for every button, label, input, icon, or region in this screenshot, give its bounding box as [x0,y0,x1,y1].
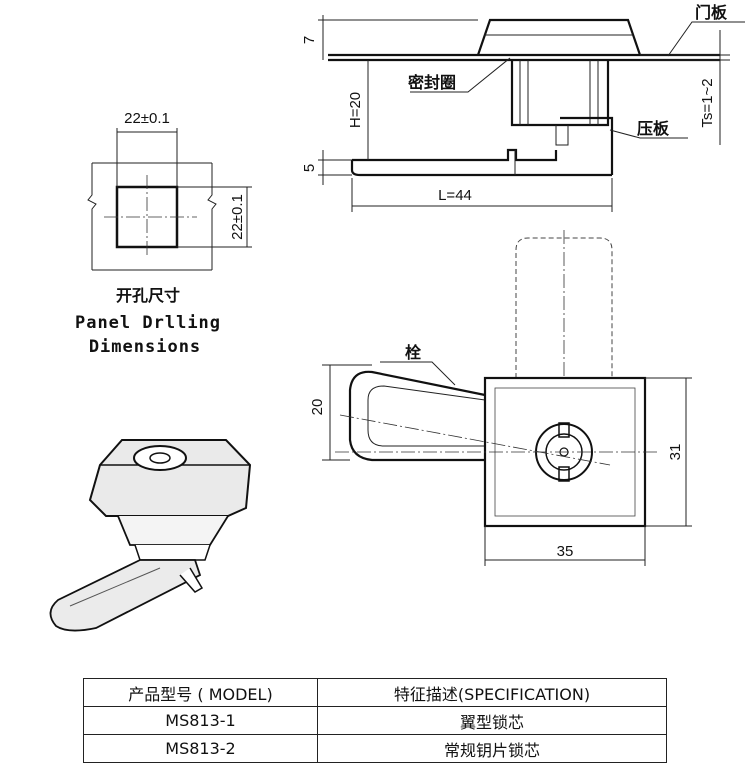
dim-body-width: 35 [557,543,574,560]
row-model: MS813-1 [83,706,318,735]
dim-length: L=44 [438,187,472,204]
dim-top: 7 [301,36,318,44]
row-spec: 常规钥片锁芯 [317,734,667,763]
drilling-title-cn: 开孔尺寸 [116,286,180,305]
label-pressure-plate: 压板 [637,119,670,138]
table-header-row: 产品型号 ( MODEL) 特征描述(SPECIFICATION) [83,678,667,707]
header-spec: 特征描述(SPECIFICATION) [317,678,667,707]
dim-bottom: 5 [301,164,318,172]
header-model: 产品型号 ( MODEL) [83,678,318,707]
label-seal-ring: 密封圈 [407,73,456,92]
table-row: MS813-1 翼型锁芯 [83,706,667,735]
drilling-title-en-1: Panel Drlling [75,313,221,333]
lock-cap [476,18,642,56]
label-door-panel: 门板 [695,3,728,22]
dim-h: H=20 [347,92,364,128]
iso-cap [88,439,252,517]
row-model: MS813-2 [83,734,318,763]
lock-body [510,60,610,127]
isometric-view [49,439,252,632]
bolt-handle [348,370,486,462]
drilling-title-en-2: Dimensions [89,337,201,357]
handle-rotated-outline [515,237,613,378]
table-row: MS813-2 常规钥片锁芯 [83,734,667,763]
side-view: 7 H=20 5 L=44 Ts=1~2 门板 密封圈 压板 [301,3,745,212]
iso-handle [49,559,202,632]
panel-drilling-view: 22±0.1 22±0.1 开孔尺寸 Panel Drlling Dimensi… [75,110,252,357]
spec-table: 产品型号 ( MODEL) 特征描述(SPECIFICATION) MS813-… [83,678,667,763]
handle-bottom [350,160,612,177]
row-spec: 翼型锁芯 [317,706,667,735]
handle-top [352,148,558,162]
dim-bolt-width: 20 [309,399,326,416]
pressure-plate [560,116,614,175]
dim-body-height: 31 [667,444,684,461]
dim-ts: Ts=1~2 [699,78,716,127]
drill-height-label: 22±0.1 [229,194,246,240]
top-view: 20 31 35 栓 [309,230,692,566]
label-bolt: 栓 [405,343,422,362]
iso-key-slot [133,445,187,471]
panel-boundary [87,162,217,271]
drill-width-label: 22±0.1 [124,110,170,127]
